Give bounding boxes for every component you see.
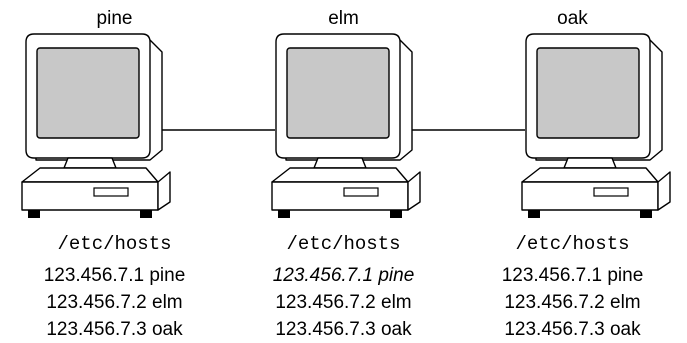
computer-icon xyxy=(21,33,171,218)
hosts-entry: 123.456.7.2 elm xyxy=(275,292,412,313)
hosts-file-entries: 123.456.7.1 pine 123.456.7.2 elm 123.456… xyxy=(0,262,229,343)
computer-icon xyxy=(521,33,671,218)
hosts-entry: 123.456.7.1 pine xyxy=(501,265,644,286)
hosts-entry: 123.456.7.3 oak xyxy=(46,319,183,340)
hosts-entry: 123.456.7.2 elm xyxy=(46,292,183,313)
host-name-oak: oak xyxy=(557,8,588,29)
drive-slot xyxy=(343,187,379,197)
computer-icon xyxy=(271,33,421,218)
screen xyxy=(536,47,640,139)
hosts-entry: 123.456.7.3 oak xyxy=(275,319,412,340)
hosts-entry: 123.456.7.1 pine xyxy=(272,265,415,286)
hosts-entry: 123.456.7.3 oak xyxy=(504,319,641,340)
host-name-pine: pine xyxy=(96,8,133,29)
hosts-file-label: /etc/hosts xyxy=(57,233,172,255)
drive-slot xyxy=(93,187,129,197)
host-name-elm: elm xyxy=(328,8,359,29)
screen xyxy=(36,47,140,139)
hosts-entry: 123.456.7.1 pine xyxy=(43,265,186,286)
hosts-entry: 123.456.7.2 elm xyxy=(504,292,641,313)
hosts-file-label: /etc/hosts xyxy=(515,233,630,255)
hosts-file-entries: 123.456.7.1 pine 123.456.7.2 elm 123.456… xyxy=(458,262,687,343)
screen xyxy=(286,47,390,139)
drive-slot xyxy=(593,187,629,197)
hosts-file-label: /etc/hosts xyxy=(286,233,401,255)
hosts-file-entries: 123.456.7.1 pine 123.456.7.2 elm 123.456… xyxy=(229,262,458,343)
